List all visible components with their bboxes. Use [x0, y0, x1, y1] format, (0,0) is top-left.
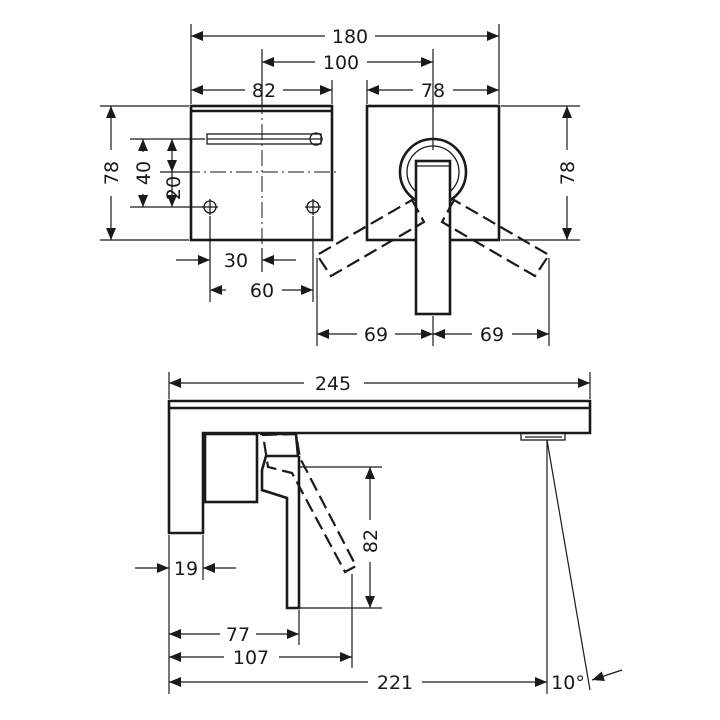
dim-20: 20 — [163, 176, 185, 200]
side-view — [167, 399, 592, 610]
dim-19: 19 — [174, 558, 198, 580]
front-view-body — [184, 98, 340, 248]
dim-10-degree: 10° — [551, 672, 585, 694]
dimension-labels: 180 100 82 78 78 40 20 78 30 60 69 69 24… — [101, 26, 585, 694]
dim-221: 221 — [377, 672, 413, 694]
dim-69-right: 69 — [480, 324, 504, 346]
dim-82-top: 82 — [252, 80, 276, 102]
dim-107: 107 — [233, 647, 269, 669]
dim-78-left: 78 — [101, 161, 123, 185]
dim-245: 245 — [315, 373, 351, 395]
dim-100: 100 — [323, 52, 359, 74]
dim-40: 40 — [133, 161, 155, 185]
dim-30: 30 — [224, 250, 248, 272]
dim-77: 77 — [226, 624, 250, 646]
dim-82-side: 82 — [360, 529, 382, 553]
dim-180: 180 — [332, 26, 368, 48]
dimension-lines — [100, 24, 623, 694]
dim-78-right: 78 — [557, 161, 579, 185]
mounting-hole-top — [309, 132, 323, 146]
dim-78-top: 78 — [421, 80, 445, 102]
dim-60: 60 — [250, 280, 274, 302]
dim-69-left: 69 — [364, 324, 388, 346]
